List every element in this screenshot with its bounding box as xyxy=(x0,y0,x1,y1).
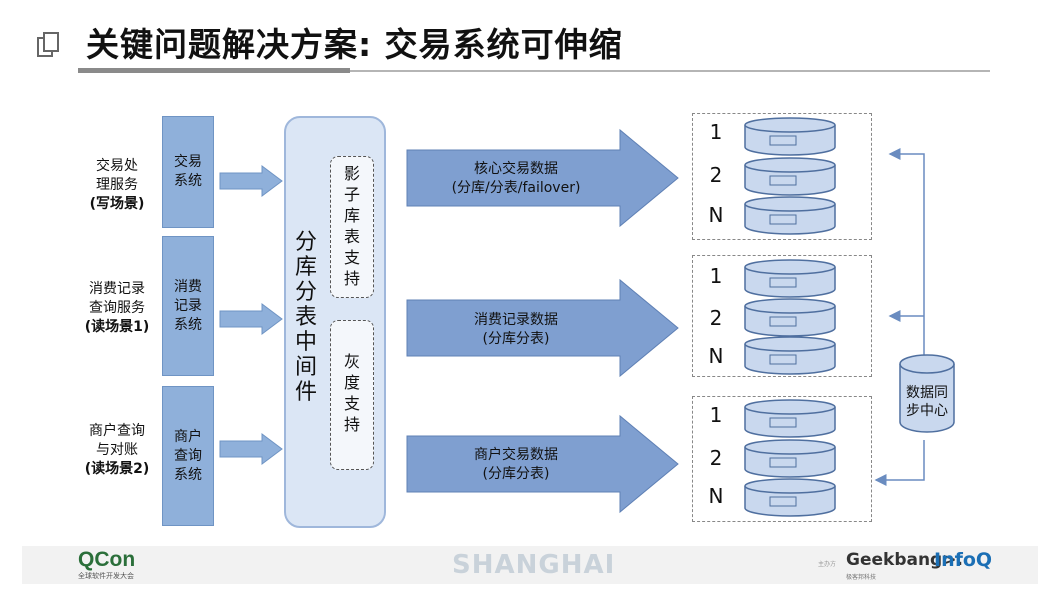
scenario-label-read1: 消费记录查询服务(读场景1) xyxy=(84,281,150,335)
geekbang-subtitle: 极客邦科技 xyxy=(846,574,877,581)
trade-system-box: 交易系统 xyxy=(162,116,214,228)
consumption-record-system-box: 消费记录系统 xyxy=(162,236,214,376)
core-trade-data-arrow xyxy=(406,128,679,228)
database-stack-merchant xyxy=(744,399,836,517)
db-index-n: N xyxy=(708,484,724,508)
db-index-2: 2 xyxy=(709,446,723,470)
db-index-1: 1 xyxy=(709,120,723,144)
db-index-n: N xyxy=(708,203,724,227)
db-index-n: N xyxy=(708,344,724,368)
middleware-label: 分库分表中间件 xyxy=(294,230,317,405)
sync-connector-lines xyxy=(874,148,925,486)
data-sync-center-cylinder xyxy=(899,354,955,433)
geekbang-logo: Geekbang>. xyxy=(846,550,963,570)
shadow-table-support-box: 影子库表支持 xyxy=(330,156,374,298)
db-group-consumption xyxy=(692,255,872,377)
db-index-1: 1 xyxy=(709,403,723,427)
merchant-query-system-box: 商户查询系统 xyxy=(162,386,214,526)
qcon-logo: QCon xyxy=(78,548,136,571)
db-index-2: 2 xyxy=(709,163,723,187)
title-underline-thick xyxy=(78,68,350,73)
footer-bar xyxy=(22,546,1038,584)
database-stack-core xyxy=(744,117,836,235)
infoq-logo: InfoQ xyxy=(934,549,993,571)
merchant-data-label: 商户交易数据(分库分表) xyxy=(474,447,558,482)
data-sync-center-label: 数据同步中心 xyxy=(906,385,948,419)
qcon-subtitle: 全球软件开发大会 xyxy=(78,572,134,580)
city-watermark: SHANGHAI xyxy=(452,550,616,580)
db-group-merchant xyxy=(692,396,872,522)
db-index-2: 2 xyxy=(709,306,723,330)
merchant-data-arrow xyxy=(406,414,679,514)
scenario-label-write: 交易处理服务(写场景) xyxy=(89,158,145,212)
database-stack-consumption xyxy=(744,259,836,375)
title-bullet-icon xyxy=(37,32,59,57)
gray-release-support-box: 灰度支持 xyxy=(330,320,374,470)
small-arrow-1 xyxy=(219,165,283,197)
small-arrow-2 xyxy=(219,303,283,335)
db-index-1: 1 xyxy=(709,264,723,288)
slide-title: 关键问题解决方案: 交易系统可伸缩 xyxy=(86,25,623,64)
scenario-label-read2: 商户查询与对账(读场景2) xyxy=(84,423,150,477)
small-arrow-3 xyxy=(219,433,283,465)
title-underline-thin xyxy=(350,70,990,72)
core-trade-data-label: 核心交易数据(分库/分表/failover) xyxy=(451,161,581,196)
consumption-data-arrow xyxy=(406,278,679,378)
db-group-core xyxy=(692,113,872,240)
organizer-label: 主办方 xyxy=(818,561,837,568)
consumption-data-label: 消费记录数据(分库分表) xyxy=(474,312,558,347)
